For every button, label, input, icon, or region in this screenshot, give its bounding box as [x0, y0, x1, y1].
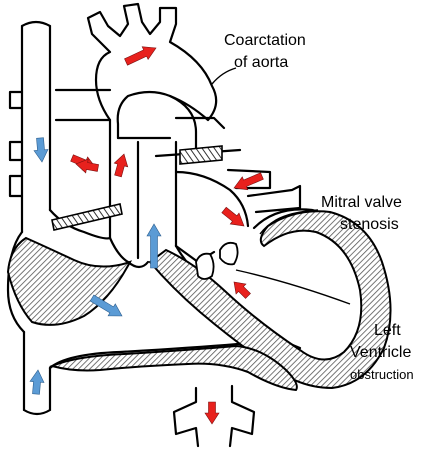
descending-aorta — [170, 96, 196, 148]
pulmonary-artery — [56, 90, 240, 156]
superior-vena-cava — [22, 22, 50, 232]
coarctation-leader — [212, 68, 236, 84]
descending-aorta-arrow-icon — [205, 402, 219, 424]
aortic-arch-flow-arrow-icon — [123, 42, 159, 69]
coarctation-label-line1: Coarctation — [224, 32, 306, 50]
left-ventricle-label-line3: obstruction — [350, 368, 414, 382]
aortic-valve — [196, 254, 214, 279]
superior-vena-cava-arrow-icon — [33, 137, 49, 162]
mitral-label-line2: stenosis — [340, 216, 399, 234]
pulmonary-artery-flow-arrow-icon — [111, 152, 131, 178]
inferior-vena-cava-arrow-icon — [29, 369, 45, 394]
left-pulmonary-veins — [228, 170, 300, 212]
left-ventricle-label-line1: Left — [374, 322, 401, 340]
left-ventricle-label-line2: Ventricle — [350, 344, 411, 362]
right-pulmonary-veins — [10, 92, 22, 196]
mitral-valve — [220, 243, 238, 265]
lv-obstruction-leader — [236, 270, 350, 304]
lower-heart-wall — [52, 346, 297, 390]
mitral-label-line1: Mitral valve — [321, 194, 402, 212]
pulmonary-hatched-band — [180, 146, 222, 164]
pulmonary-vein-right-arrow-icon — [231, 170, 265, 195]
septal-hatched-band — [52, 204, 122, 230]
coarctation-label-line2: of aorta — [234, 54, 288, 72]
